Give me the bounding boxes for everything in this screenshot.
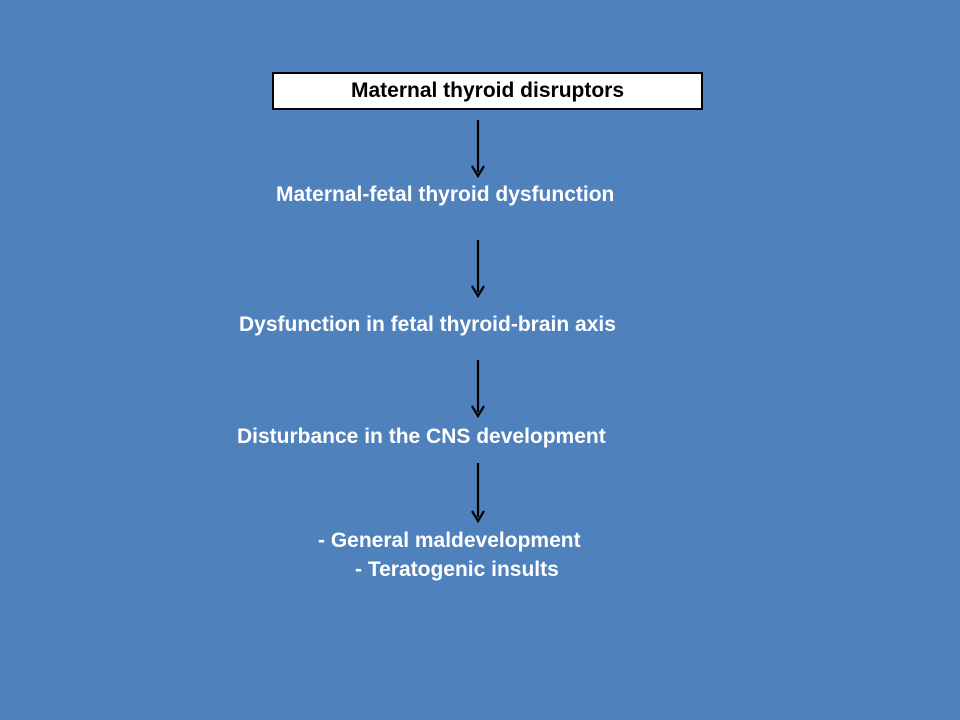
arrow-down-3 [471,360,485,418]
arrow-head [471,165,485,178]
node-maternal-fetal-dysfunction: Maternal-fetal thyroid dysfunction [276,183,615,206]
node-outcome-general-maldevelopment: - General maldevelopment [318,529,581,552]
arrow-down-1 [471,120,485,178]
arrow-head [471,405,485,418]
node-outcome-teratogenic-insults: - Teratogenic insults [355,558,559,581]
arrow-head [471,285,485,298]
node-maternal-thyroid-disruptors: Maternal thyroid disruptors [272,72,703,110]
node-label-maternal-thyroid-disruptors: Maternal thyroid disruptors [350,79,625,102]
arrow-down-2 [471,240,485,298]
node-fetal-thyroid-brain-axis: Dysfunction in fetal thyroid-brain axis [239,313,616,336]
arrow-down-4 [471,463,485,523]
arrow-head [471,510,485,523]
node-cns-disturbance: Disturbance in the CNS development [237,425,606,448]
